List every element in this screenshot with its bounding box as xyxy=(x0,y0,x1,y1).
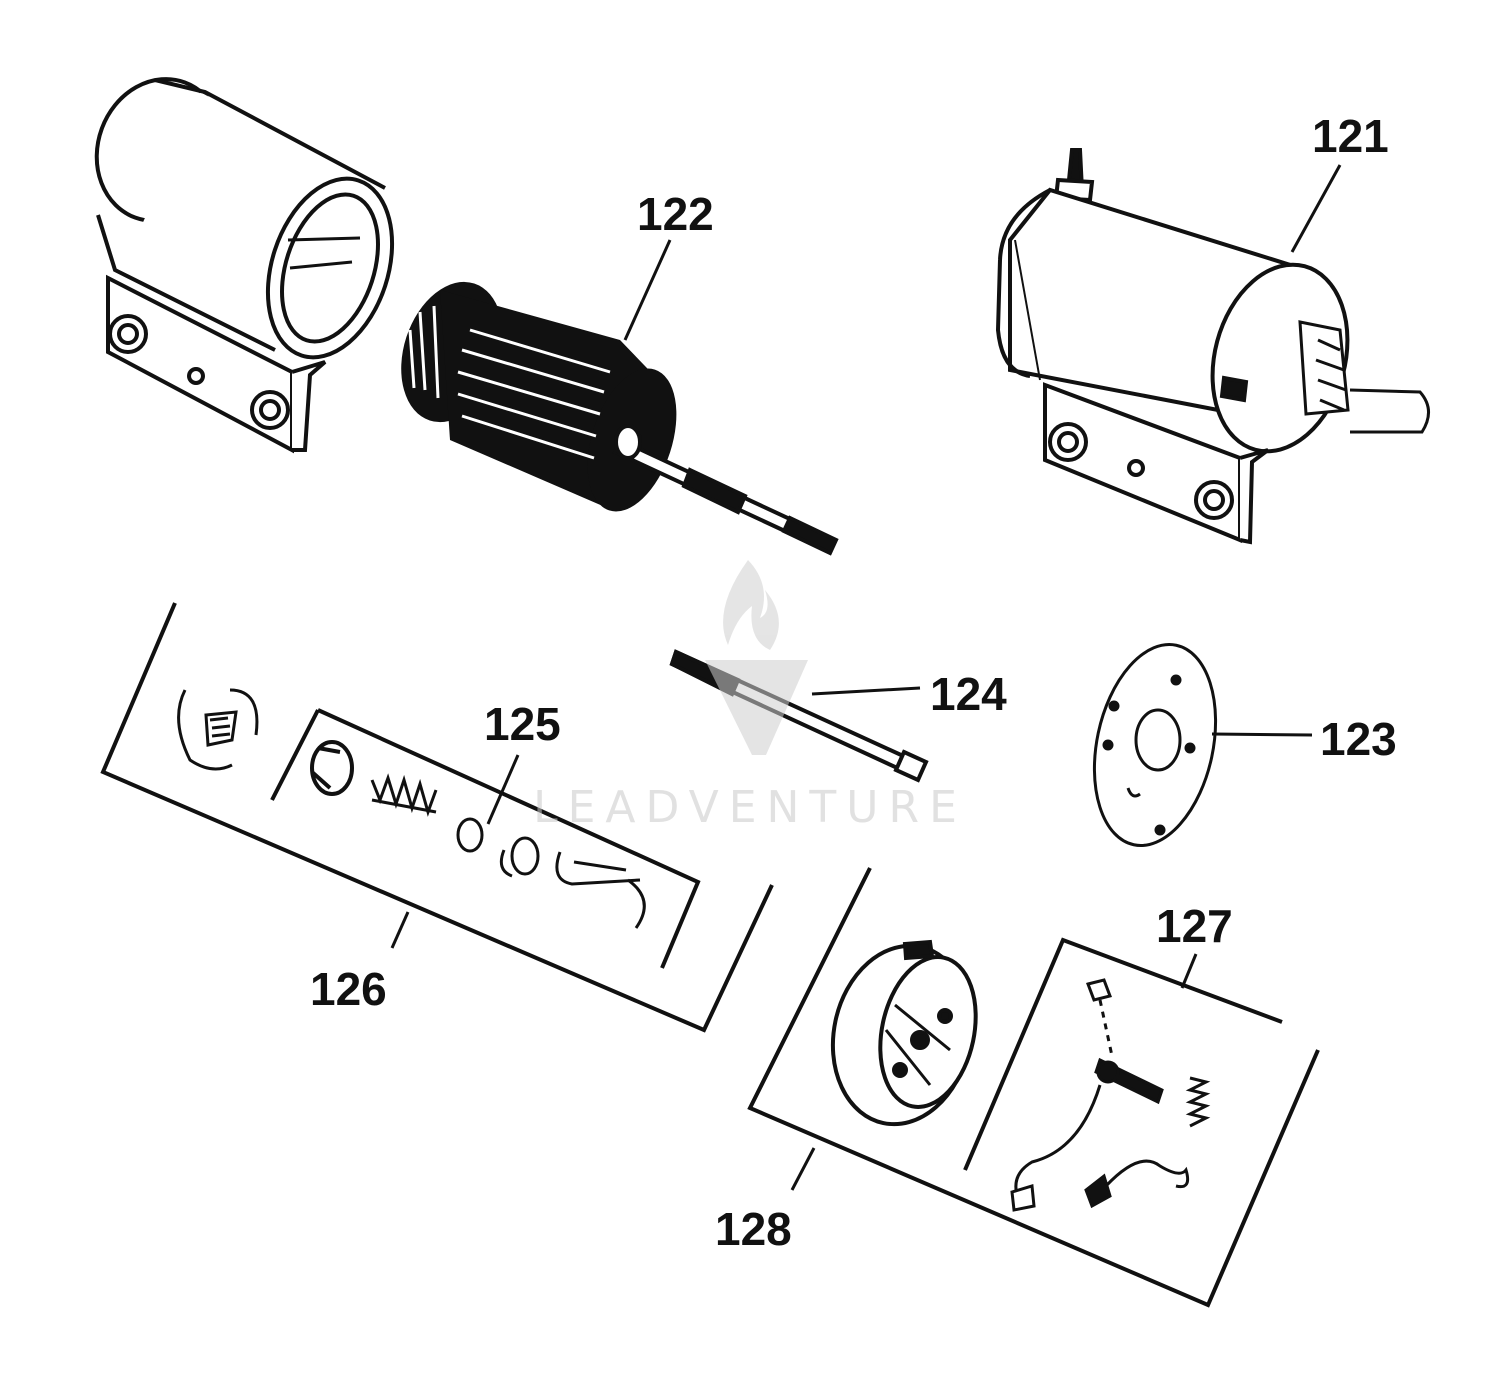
callout-125: 125 xyxy=(484,698,561,750)
end-plate xyxy=(1092,643,1218,847)
watermark: LEADVENTURE xyxy=(533,560,967,833)
leader-125 xyxy=(486,754,520,825)
leader-127 xyxy=(1180,953,1198,989)
leader-121 xyxy=(1290,164,1342,253)
field-frame-housing xyxy=(94,77,395,454)
leader-128 xyxy=(790,1147,816,1191)
armature-windings xyxy=(408,305,611,460)
callout-121: 121 xyxy=(1312,110,1389,162)
armature xyxy=(401,281,839,556)
end-cap-panel xyxy=(747,867,1320,1308)
end-cap xyxy=(830,939,978,1127)
drive-kit-panel xyxy=(100,602,774,1033)
leader-124 xyxy=(811,686,921,696)
leader-126 xyxy=(390,911,410,949)
starter-motor-assembly xyxy=(995,148,1430,545)
drive-collar xyxy=(310,740,354,796)
callout-123: 123 xyxy=(1320,713,1397,765)
flame-logo-icon xyxy=(705,560,808,755)
leader-122 xyxy=(623,239,672,341)
brush-kit xyxy=(1010,978,1211,1212)
drive-spring xyxy=(370,773,438,817)
leader-123 xyxy=(1211,732,1313,737)
drive-pinion xyxy=(177,688,259,771)
callout-127: 127 xyxy=(1156,900,1233,952)
callout-126: 126 xyxy=(310,963,387,1015)
armature-shaft xyxy=(612,424,839,556)
watermark-text: LEADVENTURE xyxy=(533,782,967,833)
drive-small-parts-panel xyxy=(270,708,701,969)
callout-labels: 121 122 123 124 125 126 127 128 xyxy=(310,110,1397,1255)
callout-124: 124 xyxy=(930,668,1007,720)
drive-washers xyxy=(456,817,646,929)
callout-122: 122 xyxy=(637,188,714,240)
callout-128: 128 xyxy=(715,1203,792,1255)
leader-lines xyxy=(390,164,1342,1191)
